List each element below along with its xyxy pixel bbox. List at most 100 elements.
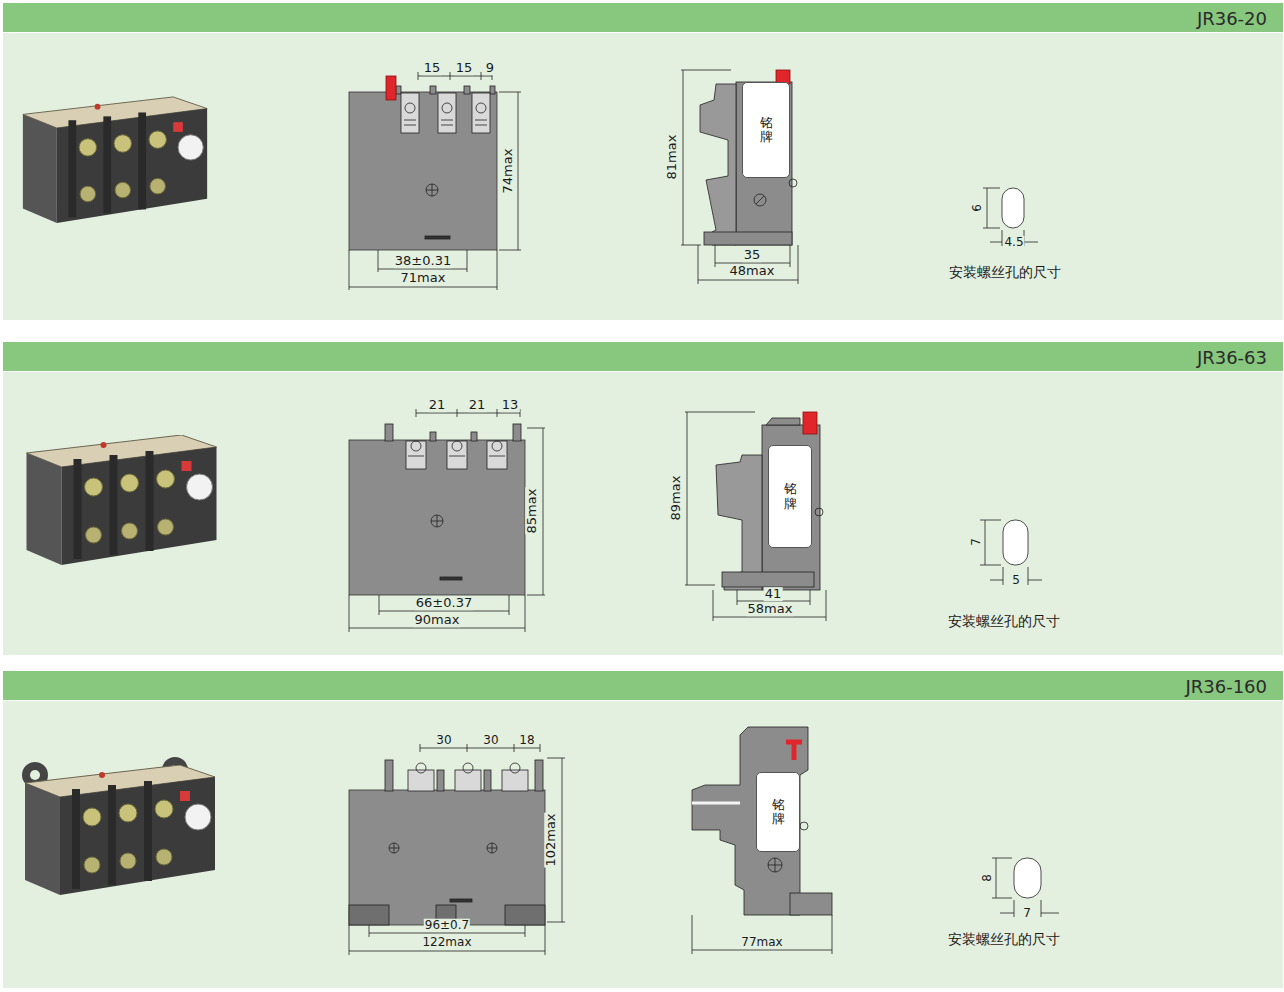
- dimension-label: 41: [764, 587, 783, 601]
- drawing-rect: [425, 236, 450, 239]
- dimension-label: 90max: [414, 613, 461, 627]
- dimension-label: 9: [485, 61, 495, 75]
- drawing-rect: [386, 76, 396, 100]
- drawing-g: [22, 757, 215, 895]
- drawing-circle: [30, 770, 40, 780]
- nameplate-text: 铭牌: [760, 116, 773, 145]
- drawing-rect: [790, 893, 832, 915]
- drawing-rect: [762, 425, 820, 590]
- drawing-path: [692, 802, 740, 805]
- dimension-label: 6: [971, 203, 984, 213]
- nameplate-text: 铭牌: [784, 482, 797, 511]
- drawing-polygon: [692, 727, 808, 915]
- note-label: 安装螺丝孔的尺寸: [948, 265, 1062, 280]
- drawing-circle: [768, 858, 782, 872]
- drawing-rect: [437, 770, 444, 791]
- dimension-label: 4.5: [1003, 236, 1024, 249]
- nameplate-box: 铭牌: [768, 445, 812, 548]
- drawing-rect: [349, 440, 525, 595]
- drawing-rect: [722, 572, 814, 587]
- model-band: JR36-63: [3, 342, 1283, 371]
- drawing-rect: [535, 760, 543, 791]
- drawing-rect: [349, 92, 497, 250]
- dimension-label: 21: [468, 398, 487, 412]
- drawing-circle: [492, 441, 502, 451]
- dimension-label: 81max: [665, 134, 679, 181]
- drawing-rect: [490, 86, 495, 94]
- dimension-label: 8: [981, 873, 994, 883]
- dimension-label: 66±0.37: [415, 596, 473, 610]
- dimension-label: 15: [423, 61, 442, 75]
- dimension-label: 85max: [525, 488, 539, 535]
- drawing-rect: [349, 790, 545, 925]
- dimension-label: 102max: [544, 812, 558, 867]
- dimension-label: 7: [1022, 907, 1032, 920]
- drawing-rect: [440, 577, 462, 580]
- drawing-circle: [389, 843, 399, 853]
- drawing-path: [487, 843, 497, 853]
- drawing-rect: [513, 424, 521, 441]
- drawing-circle: [431, 515, 443, 527]
- drawing-path: [379, 595, 509, 615]
- dimension-label: 38±0.31: [394, 254, 452, 268]
- drawing-g: [349, 70, 1059, 955]
- drawing-rect: [1002, 188, 1024, 228]
- drawing-path: [349, 595, 525, 632]
- dimension-label: 18: [518, 734, 535, 747]
- drawing-polygon: [700, 84, 736, 245]
- drawing-rect: [484, 770, 491, 791]
- drawing-rect: [472, 93, 490, 133]
- drawing-path: [983, 188, 1000, 228]
- drawing-path: [768, 858, 782, 872]
- drawing-path: [756, 196, 764, 204]
- drawing-path: [786, 742, 802, 760]
- drawing-circle: [463, 763, 473, 773]
- nameplate-box: 铭牌: [756, 772, 800, 852]
- note-label: 安装螺丝孔的尺寸: [947, 932, 1061, 947]
- model-band: JR36-20: [3, 3, 1283, 32]
- drawing-rect: [349, 905, 389, 925]
- dimension-label: 89max: [669, 475, 683, 522]
- drawing-path: [431, 515, 443, 527]
- drawing-circle: [754, 194, 766, 206]
- dimension-label: 48max: [729, 264, 776, 278]
- drawing-circle: [405, 103, 415, 113]
- drawing-polygon: [716, 455, 762, 590]
- dimension-label: 5: [1011, 574, 1021, 587]
- drawing-circle: [411, 441, 421, 451]
- dimension-label: 7: [970, 537, 983, 547]
- drawing-rect: [464, 86, 470, 94]
- drawing-path: [980, 520, 1001, 565]
- drawing-rect: [803, 412, 817, 434]
- drawing-rect: [396, 86, 401, 94]
- drawing-path: [404, 120, 487, 125]
- drawing-circle: [510, 763, 520, 773]
- drawing-circle: [426, 184, 438, 196]
- note-label: 安装螺丝孔的尺寸: [947, 614, 1061, 629]
- dimension-label: 15: [455, 61, 474, 75]
- drawing-rect: [487, 441, 507, 469]
- dimension-label: 77max: [740, 936, 783, 949]
- dimension-label: 30: [482, 734, 499, 747]
- dimension-label: 122max: [421, 936, 472, 949]
- drawing-rect: [1014, 858, 1041, 898]
- drawing-rect: [3, 701, 1283, 988]
- dimension-label: 58max: [747, 602, 794, 616]
- drawing-rect: [447, 441, 467, 469]
- model-title: JR36-20: [1197, 7, 1267, 28]
- drawing-path: [426, 184, 438, 196]
- drawing-rect: [3, 372, 1283, 655]
- drawing-rect: [3, 33, 1283, 320]
- dimension-label: 74max: [501, 148, 515, 195]
- drawing-rect: [1003, 520, 1028, 565]
- drawing-circle: [442, 103, 452, 113]
- drawing-path: [499, 92, 521, 250]
- model-band: JR36-160: [3, 671, 1283, 700]
- drawing-use: [27, 435, 217, 565]
- model-title: JR36-160: [1185, 675, 1267, 696]
- drawing-rect: [704, 232, 792, 245]
- dimension-label: 13: [501, 398, 520, 412]
- drawing-rect: [471, 432, 477, 441]
- dimension-label: 96±0.7: [424, 919, 470, 932]
